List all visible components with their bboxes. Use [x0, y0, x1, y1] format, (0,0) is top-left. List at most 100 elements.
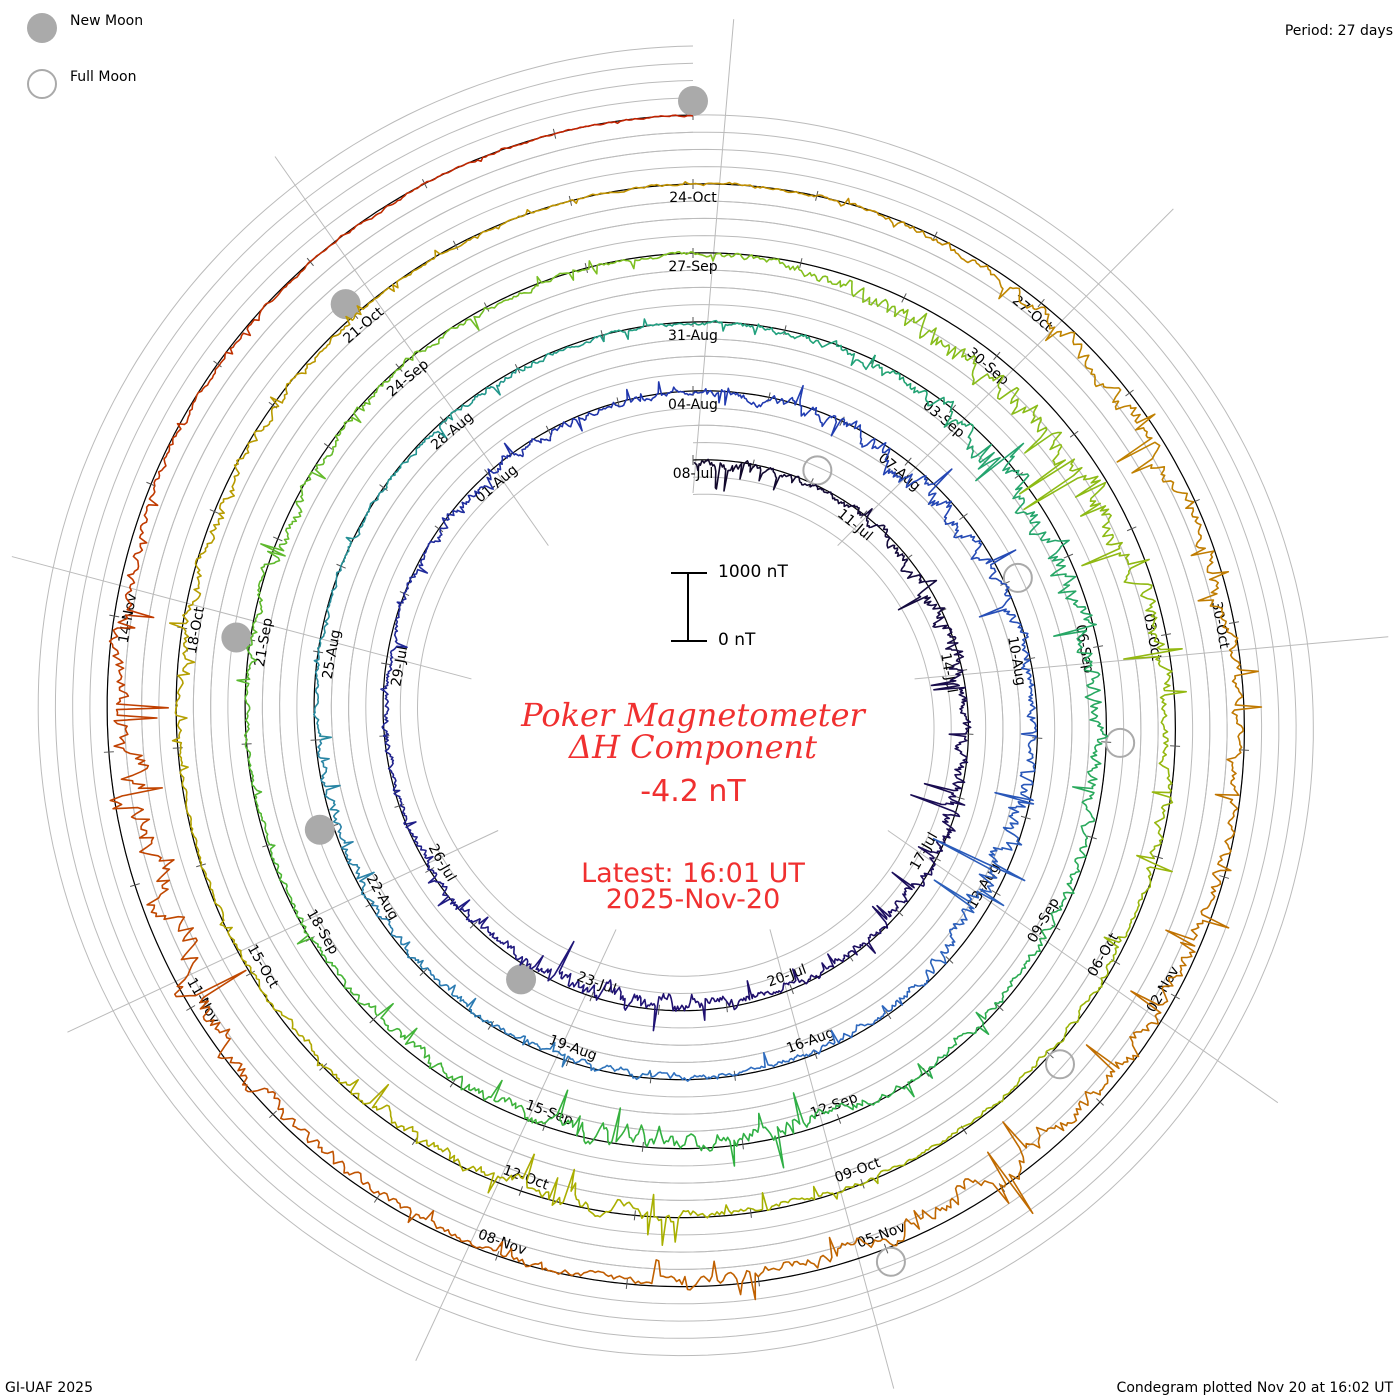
trace-day-segment [881, 951, 947, 1013]
trace-day-segment [311, 937, 378, 1017]
trace-day-segment [1149, 745, 1174, 856]
trace-day-segment [478, 916, 532, 967]
day-tick [1020, 815, 1031, 820]
current-value: -4.2 nT [640, 774, 746, 809]
day-tick [452, 240, 459, 251]
trace-day-segment [250, 542, 288, 641]
day-tick [901, 293, 907, 303]
day-tick [600, 330, 604, 341]
trace-day-segment [487, 434, 552, 478]
day-tick [945, 956, 954, 964]
trace-day-segment [199, 1000, 281, 1110]
trace-day-segment [659, 992, 727, 1022]
radial-spoke [887, 830, 1279, 1104]
day-tick [1170, 993, 1180, 1000]
day-tick [993, 351, 1001, 361]
day-tick [310, 739, 321, 741]
trace-day-segment [933, 879, 1005, 954]
trace-day-segment [789, 953, 850, 985]
day-tick [1014, 472, 1024, 479]
day-tick [449, 1078, 457, 1088]
trace-day-segment [109, 750, 175, 878]
day-tick [1153, 855, 1163, 860]
trace-day-segment [277, 1107, 381, 1195]
day-tick [995, 1003, 1004, 1012]
trace-day-segment [236, 640, 258, 745]
trace-day-segment [1018, 444, 1115, 538]
trace-day-segment [415, 1136, 536, 1194]
day-tick [373, 1193, 381, 1203]
date-label: 07-Aug [875, 450, 924, 494]
day-tick [1219, 875, 1230, 879]
trace-day-segment [910, 794, 966, 858]
legend-full-moon: Full Moon [70, 69, 137, 85]
grid-spiral [54, 62, 1297, 1339]
trace-day-segment [1114, 400, 1195, 503]
trace-day-segment [443, 367, 519, 423]
day-tick [103, 751, 114, 753]
day-tick [241, 743, 252, 745]
trace-day-segment [650, 1071, 736, 1082]
trace-day-segment [1185, 501, 1230, 625]
day-tick [733, 1070, 736, 1081]
day-tick [589, 991, 594, 1002]
trace-day-segment [568, 1056, 652, 1081]
trace-day-segment [1081, 536, 1158, 637]
radial-spoke [769, 929, 895, 1389]
trace-day-segment [923, 733, 969, 798]
trace-day-segment [741, 1092, 836, 1169]
trace-day-segment [813, 1005, 886, 1055]
day-tick [799, 258, 803, 269]
footer-credit: GI-UAF 2025 [5, 1380, 93, 1396]
date-label: 08-Jul [673, 466, 714, 482]
day-tick [954, 795, 965, 800]
trace-day-segment [1123, 635, 1187, 747]
trace-day-segment [1045, 959, 1114, 1053]
date-label: 20-Jul [765, 962, 809, 991]
radial-spoke [274, 156, 549, 546]
trace-day-segment [586, 251, 694, 275]
trace-day-segment [124, 485, 159, 619]
day-tick [545, 425, 552, 436]
day-tick [487, 1020, 495, 1030]
trace-day-segment [816, 194, 934, 241]
date-label: 28-Aug [428, 409, 477, 453]
trace-day-segment [1035, 306, 1122, 404]
chart-title: Poker Magnetometer [521, 696, 865, 734]
trace-day-segment [554, 114, 694, 135]
date-label: 15-Sep [523, 1097, 575, 1129]
date-label: 31-Aug [668, 328, 718, 344]
trace-day-segment [603, 318, 694, 343]
trace-day-segment [218, 260, 311, 366]
date-label: 30-Sep [964, 345, 1012, 389]
trace-day-segment [943, 410, 1025, 482]
trace-day-segment [218, 406, 276, 515]
day-tick [369, 1015, 378, 1024]
trace-day-segment [783, 331, 876, 371]
trace-day-segment [269, 843, 314, 945]
day-tick [991, 890, 1001, 896]
radial-spoke [837, 208, 1174, 546]
trace-day-segment [499, 1241, 628, 1280]
trace-day-segment [834, 1063, 927, 1111]
trace-day-segment [961, 1051, 1047, 1128]
day-tick [379, 484, 388, 492]
scale-bar [671, 572, 707, 642]
latest-date: 2025-Nov-20 [605, 884, 781, 915]
trace-day-segment [153, 364, 220, 486]
trace-day-segment [146, 876, 247, 1004]
day-tick [741, 1139, 744, 1150]
trace-day-segment [1072, 740, 1103, 837]
day-tick [1037, 298, 1045, 308]
trace-day-segment [389, 592, 408, 666]
trace-day-segment [424, 133, 555, 185]
trace-day-segment [863, 508, 906, 562]
date-label: 01-Aug [472, 462, 521, 506]
day-tick [1228, 621, 1239, 624]
day-tick [1161, 633, 1172, 636]
trace-day-segment [1050, 558, 1097, 651]
trace-day-segment [1076, 649, 1109, 742]
latest-time: Latest: 16:01 UT [581, 858, 805, 889]
trace-day-segment [925, 1002, 998, 1079]
